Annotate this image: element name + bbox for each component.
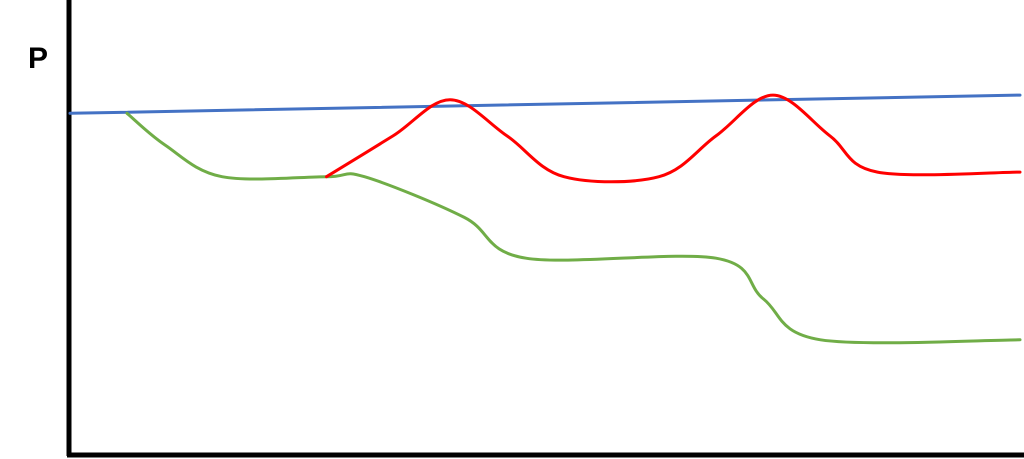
series-layer bbox=[68, 93, 1022, 345]
y-axis-label: P bbox=[28, 42, 48, 75]
series-line-blue bbox=[68, 93, 1022, 115]
series-line-green bbox=[125, 111, 1022, 345]
series-line-red bbox=[325, 93, 1022, 184]
